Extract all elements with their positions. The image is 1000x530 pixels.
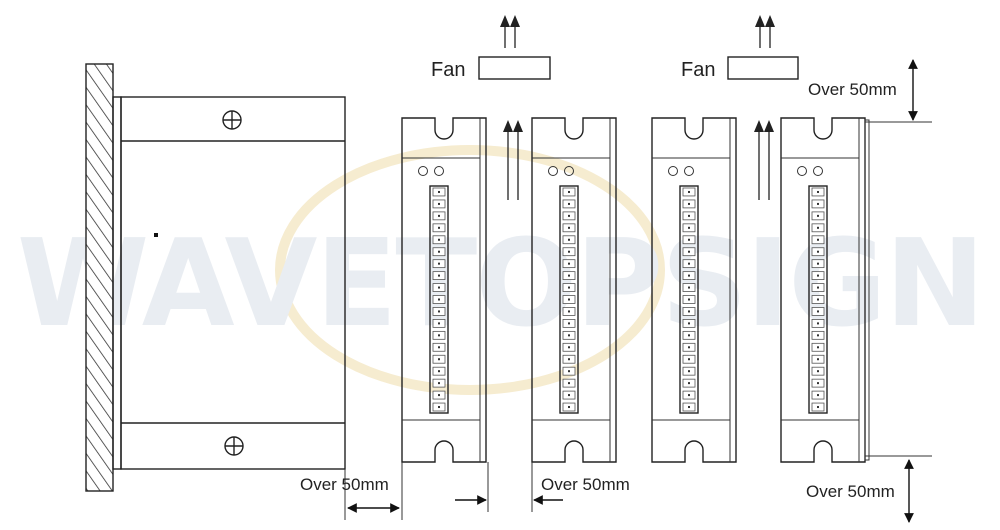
driver-front-views [401, 117, 870, 463]
driver-front-3 [651, 117, 737, 463]
clearance-between-drivers: Over 50mm [455, 462, 630, 512]
led-icon [548, 166, 558, 176]
driver-body [401, 117, 487, 463]
terminal-block [429, 185, 449, 414]
driver-front-2 [531, 117, 617, 463]
driver-front-4 [780, 117, 870, 463]
fan-label: Fan [681, 59, 715, 81]
led-icon [813, 166, 823, 176]
terminal-block [679, 185, 699, 414]
led-icon [434, 166, 444, 176]
fan-box [478, 56, 551, 80]
airflow-arrows [500, 15, 775, 200]
clearance-label: Over 50mm [806, 482, 895, 501]
driver-body [780, 117, 866, 463]
driver-body [651, 117, 737, 463]
terminal-block [808, 185, 828, 414]
led-icon [797, 166, 807, 176]
airflow-arrow-icon [503, 120, 523, 200]
screw-icon [224, 436, 244, 456]
mounting-wall [85, 63, 114, 492]
led-icon [668, 166, 678, 176]
clearance-label: Over 50mm [541, 475, 630, 494]
clearance-label: Over 50mm [300, 475, 389, 494]
driver-side-view [112, 96, 346, 470]
watermark-text: WAVETOPSIGN [17, 215, 983, 354]
terminal-block [559, 185, 579, 414]
fan-left: Fan [431, 56, 551, 81]
clearance-right-bottom: Over 50mm [806, 455, 932, 523]
watermark: WAVETOPSIGN [17, 145, 985, 395]
clearance-bottom-left: Over 50mm [300, 462, 403, 520]
driver-body [531, 117, 617, 463]
clearance-label: Over 50mm [808, 80, 897, 99]
airflow-arrow-icon [754, 120, 774, 200]
fan-box [727, 56, 799, 80]
clearance-right-top: Over 50mm [808, 59, 932, 123]
driver-front-1 [401, 117, 487, 463]
airflow-arrow-icon [755, 15, 775, 48]
led-icon [684, 166, 694, 176]
led-icon [564, 166, 574, 176]
fan-right: Fan [681, 56, 799, 81]
fan-label: Fan [431, 59, 465, 81]
led-icon [418, 166, 428, 176]
screw-icon [222, 110, 242, 130]
airflow-arrow-icon [500, 15, 520, 48]
